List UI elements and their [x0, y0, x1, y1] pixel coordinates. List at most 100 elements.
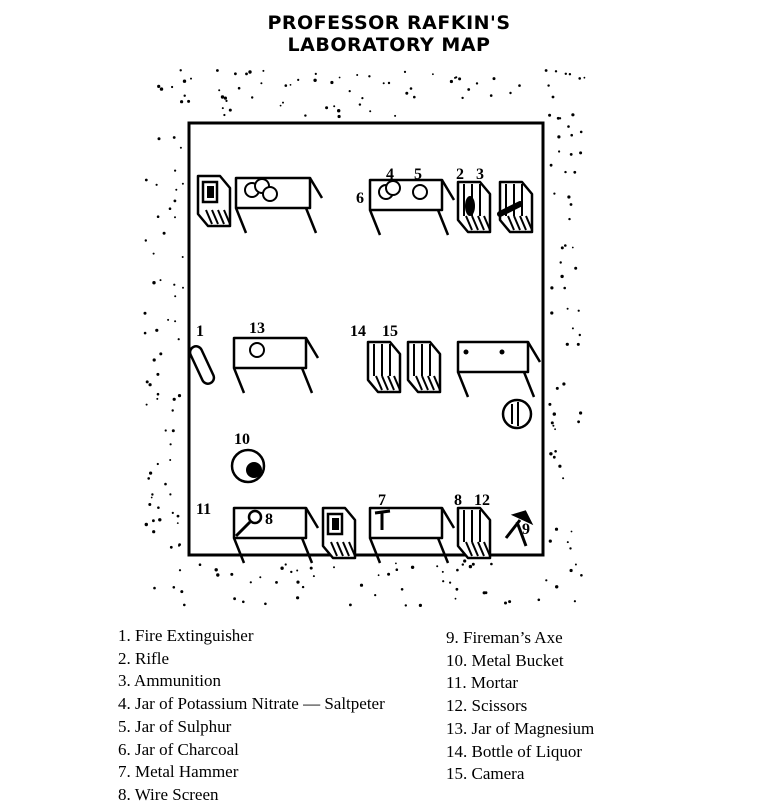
gravel-dot: [169, 493, 172, 496]
gravel-dot: [387, 572, 391, 576]
gravel-dot: [280, 566, 284, 570]
gravel-dot: [574, 563, 577, 566]
gravel-dot: [284, 563, 287, 566]
gravel-dot: [179, 69, 182, 72]
gravel-dot: [405, 91, 409, 95]
table-leg: [368, 179, 456, 236]
gravel-dot: [578, 77, 581, 80]
gravel-dot: [337, 114, 341, 119]
gravel-dot: [395, 562, 397, 565]
gravel-dot: [313, 78, 317, 83]
hatch: [387, 375, 395, 391]
gravel-dot: [454, 597, 457, 600]
gravel-dot: [554, 428, 556, 431]
hatch: [375, 375, 383, 391]
gravel-dot: [463, 559, 467, 563]
gravel-dot: [374, 594, 377, 597]
gravel-dot: [558, 464, 562, 468]
map-label-6: 6: [356, 190, 364, 207]
gravel-dot: [171, 511, 174, 514]
gravel-dot: [187, 99, 191, 103]
gravel-dot: [172, 397, 176, 401]
hatch: [525, 215, 533, 231]
gravel-dot: [156, 462, 159, 466]
gravel-dot: [570, 530, 573, 533]
gravel-dot: [181, 182, 184, 185]
hatch: [477, 541, 485, 557]
gravel-dot: [157, 506, 160, 510]
gravel-dot: [290, 570, 293, 574]
gravel-dot: [569, 203, 573, 206]
gravel-dot: [144, 178, 148, 182]
gravel-dot: [260, 82, 263, 85]
gravel-dot: [576, 342, 580, 346]
gravel-dot: [377, 574, 380, 577]
gravel-dot: [545, 579, 548, 582]
gravel-dot: [361, 97, 364, 100]
gravel-dot: [169, 459, 172, 461]
gravel-dot: [179, 146, 182, 149]
gravel-dot: [548, 402, 552, 406]
fireman-axe-icon: [504, 510, 534, 547]
gravel-dot: [289, 84, 292, 86]
gravel-dot: [537, 598, 541, 602]
gravel-dot: [403, 70, 407, 73]
gravel-dot: [554, 450, 557, 453]
gravel-dot: [183, 603, 186, 607]
gravel-dot: [175, 188, 178, 191]
map-label-9: 9: [522, 521, 530, 538]
gravel-dot: [409, 87, 413, 90]
legend-item: 10. Metal Bucket: [446, 650, 564, 670]
liquor-crate: [366, 340, 402, 394]
gravel-dot: [369, 110, 372, 113]
legend-item: 1. Fire Extinguisher: [118, 626, 254, 645]
gravel-dot: [550, 421, 554, 425]
hatch: [507, 215, 515, 231]
gravel-dot: [242, 600, 245, 604]
gravel-dot: [559, 261, 562, 264]
gravel-dot: [156, 397, 159, 400]
gravel-dot: [296, 596, 300, 600]
legend-item: 13. Jar of Magnesium: [446, 718, 595, 738]
gravel-dot: [333, 105, 336, 108]
wire-screen-icon: [247, 509, 263, 525]
gravel-dot: [569, 568, 573, 573]
gravel-dot: [387, 81, 391, 85]
map-label-14: 14: [350, 323, 366, 340]
gravel-dot: [580, 574, 583, 577]
gravel-dot: [245, 72, 248, 76]
gravel-dot: [558, 150, 561, 153]
jar-sulphur: [412, 184, 428, 200]
legend-item: 14. Bottle of Liquor: [446, 741, 582, 761]
table-leg: [234, 177, 324, 234]
gravel-dot: [544, 69, 548, 72]
gravel-dot: [171, 429, 175, 433]
cabinet-door-panel: [332, 518, 339, 530]
hatch: [381, 375, 389, 391]
gravel-dot: [565, 342, 569, 346]
gravel-dot: [556, 116, 560, 120]
gravel-dot: [181, 256, 184, 258]
hatch: [336, 541, 344, 557]
legend-item: 3. Ammunition: [118, 671, 221, 691]
gravel-dot: [218, 89, 221, 92]
gravel-dot: [172, 136, 176, 139]
gravel-dot: [174, 216, 176, 219]
map-label-11: 11: [196, 501, 211, 518]
camera-crate: [406, 340, 442, 394]
gravel-dot: [579, 151, 583, 155]
gravel-dot: [171, 85, 174, 89]
jar-magnesium: [249, 342, 265, 358]
gravel-dot: [157, 84, 161, 88]
gravel-dot: [564, 244, 567, 247]
gravel-dot: [560, 274, 564, 279]
gravel-border: [143, 69, 586, 608]
gravel-dot: [504, 601, 507, 605]
gravel-dot: [180, 100, 184, 104]
gravel-dot: [262, 69, 265, 72]
gravel-dot: [314, 72, 317, 75]
gravel-dot: [455, 587, 459, 591]
map-title-line-1: PROFESSOR RAFKIN'S: [267, 12, 511, 34]
gravel-dot: [152, 358, 156, 362]
jar-potassium-nitrate: [385, 180, 401, 196]
